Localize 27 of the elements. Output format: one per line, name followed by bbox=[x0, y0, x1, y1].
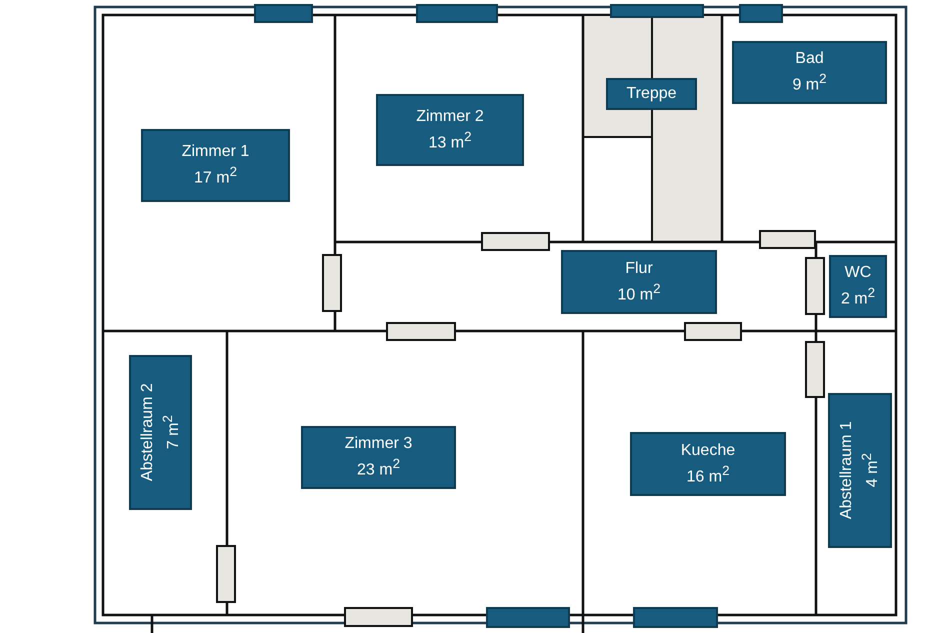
room-label bbox=[732, 41, 887, 104]
room-name: Zimmer 3 bbox=[344, 434, 412, 454]
room-label bbox=[129, 355, 192, 510]
room-area: 16 m$^{2}$ bbox=[686, 460, 730, 488]
room-name: Kueche bbox=[680, 440, 736, 461]
room-label bbox=[141, 129, 290, 202]
room-name: Abstellraum 2 bbox=[137, 384, 156, 482]
room-area: 17 m$^{2}$ bbox=[194, 162, 237, 189]
room-label bbox=[376, 94, 524, 166]
room-label bbox=[630, 432, 786, 496]
room-label bbox=[828, 393, 892, 548]
room-name: Zimmer 1 bbox=[182, 142, 250, 162]
room-label bbox=[829, 255, 887, 318]
room-name: Zimmer 2 bbox=[416, 106, 484, 127]
room-area: 10 m$^{2}$ bbox=[618, 278, 660, 306]
room-area: 13 m$^{2}$ bbox=[428, 126, 472, 154]
room-label bbox=[606, 78, 697, 110]
room-name: Treppe bbox=[626, 84, 677, 104]
room-label bbox=[561, 250, 717, 314]
room-name: Abstellraum 1 bbox=[836, 422, 856, 520]
room-name: Bad bbox=[795, 49, 824, 70]
room-area: 23 m$^{2}$ bbox=[357, 454, 400, 481]
room-label bbox=[301, 426, 456, 489]
room-name: WC bbox=[844, 263, 872, 284]
room-area: 9 m$^{2}$ bbox=[792, 69, 827, 96]
room-name: Flur bbox=[625, 258, 653, 279]
room-area: 2 m$^{2}$ bbox=[840, 283, 876, 310]
